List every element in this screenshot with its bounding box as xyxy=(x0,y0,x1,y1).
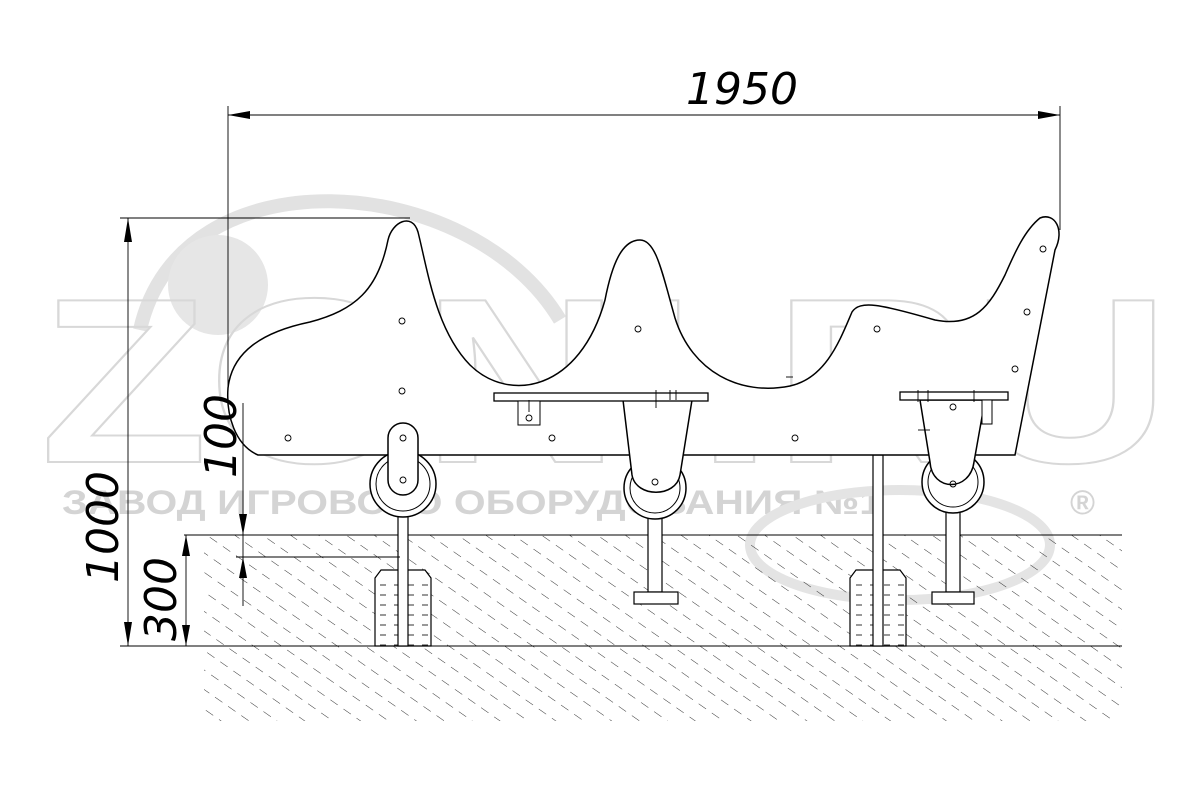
wheel-right xyxy=(919,399,986,514)
spring-base-right xyxy=(931,591,975,605)
spring-base-middle xyxy=(633,591,679,605)
dimension-clearance: 100 xyxy=(196,394,400,606)
ride-body xyxy=(226,216,1060,456)
dimension-height: 1000 xyxy=(78,217,410,647)
watermark-subtitle: ЗАВОД ИГРОВОГО ОБОРУДОВАНИЯ №1 xyxy=(62,484,882,522)
dimension-length-label: 1950 xyxy=(686,64,798,115)
ground-hatch xyxy=(204,535,1122,721)
watermark-swoosh xyxy=(133,194,566,332)
posts xyxy=(397,454,975,647)
footrest-middle xyxy=(493,390,709,426)
wheel-middle xyxy=(622,399,693,520)
bolt-holes xyxy=(284,245,1047,442)
footrest-right xyxy=(899,390,1009,431)
dimension-height-label: 1000 xyxy=(78,471,129,583)
dimension-length: 1950 xyxy=(227,64,1061,388)
ground-section xyxy=(204,534,1122,721)
dimension-depth: 300 xyxy=(136,534,204,646)
dimension-depth-label: 300 xyxy=(136,557,187,641)
watermark-registered: ® xyxy=(1070,484,1095,522)
watermark-dot xyxy=(168,235,268,335)
dimension-clearance-label: 100 xyxy=(196,394,247,478)
spring-post-right xyxy=(945,499,961,593)
wheel-left xyxy=(369,422,437,518)
post-right xyxy=(872,454,884,647)
